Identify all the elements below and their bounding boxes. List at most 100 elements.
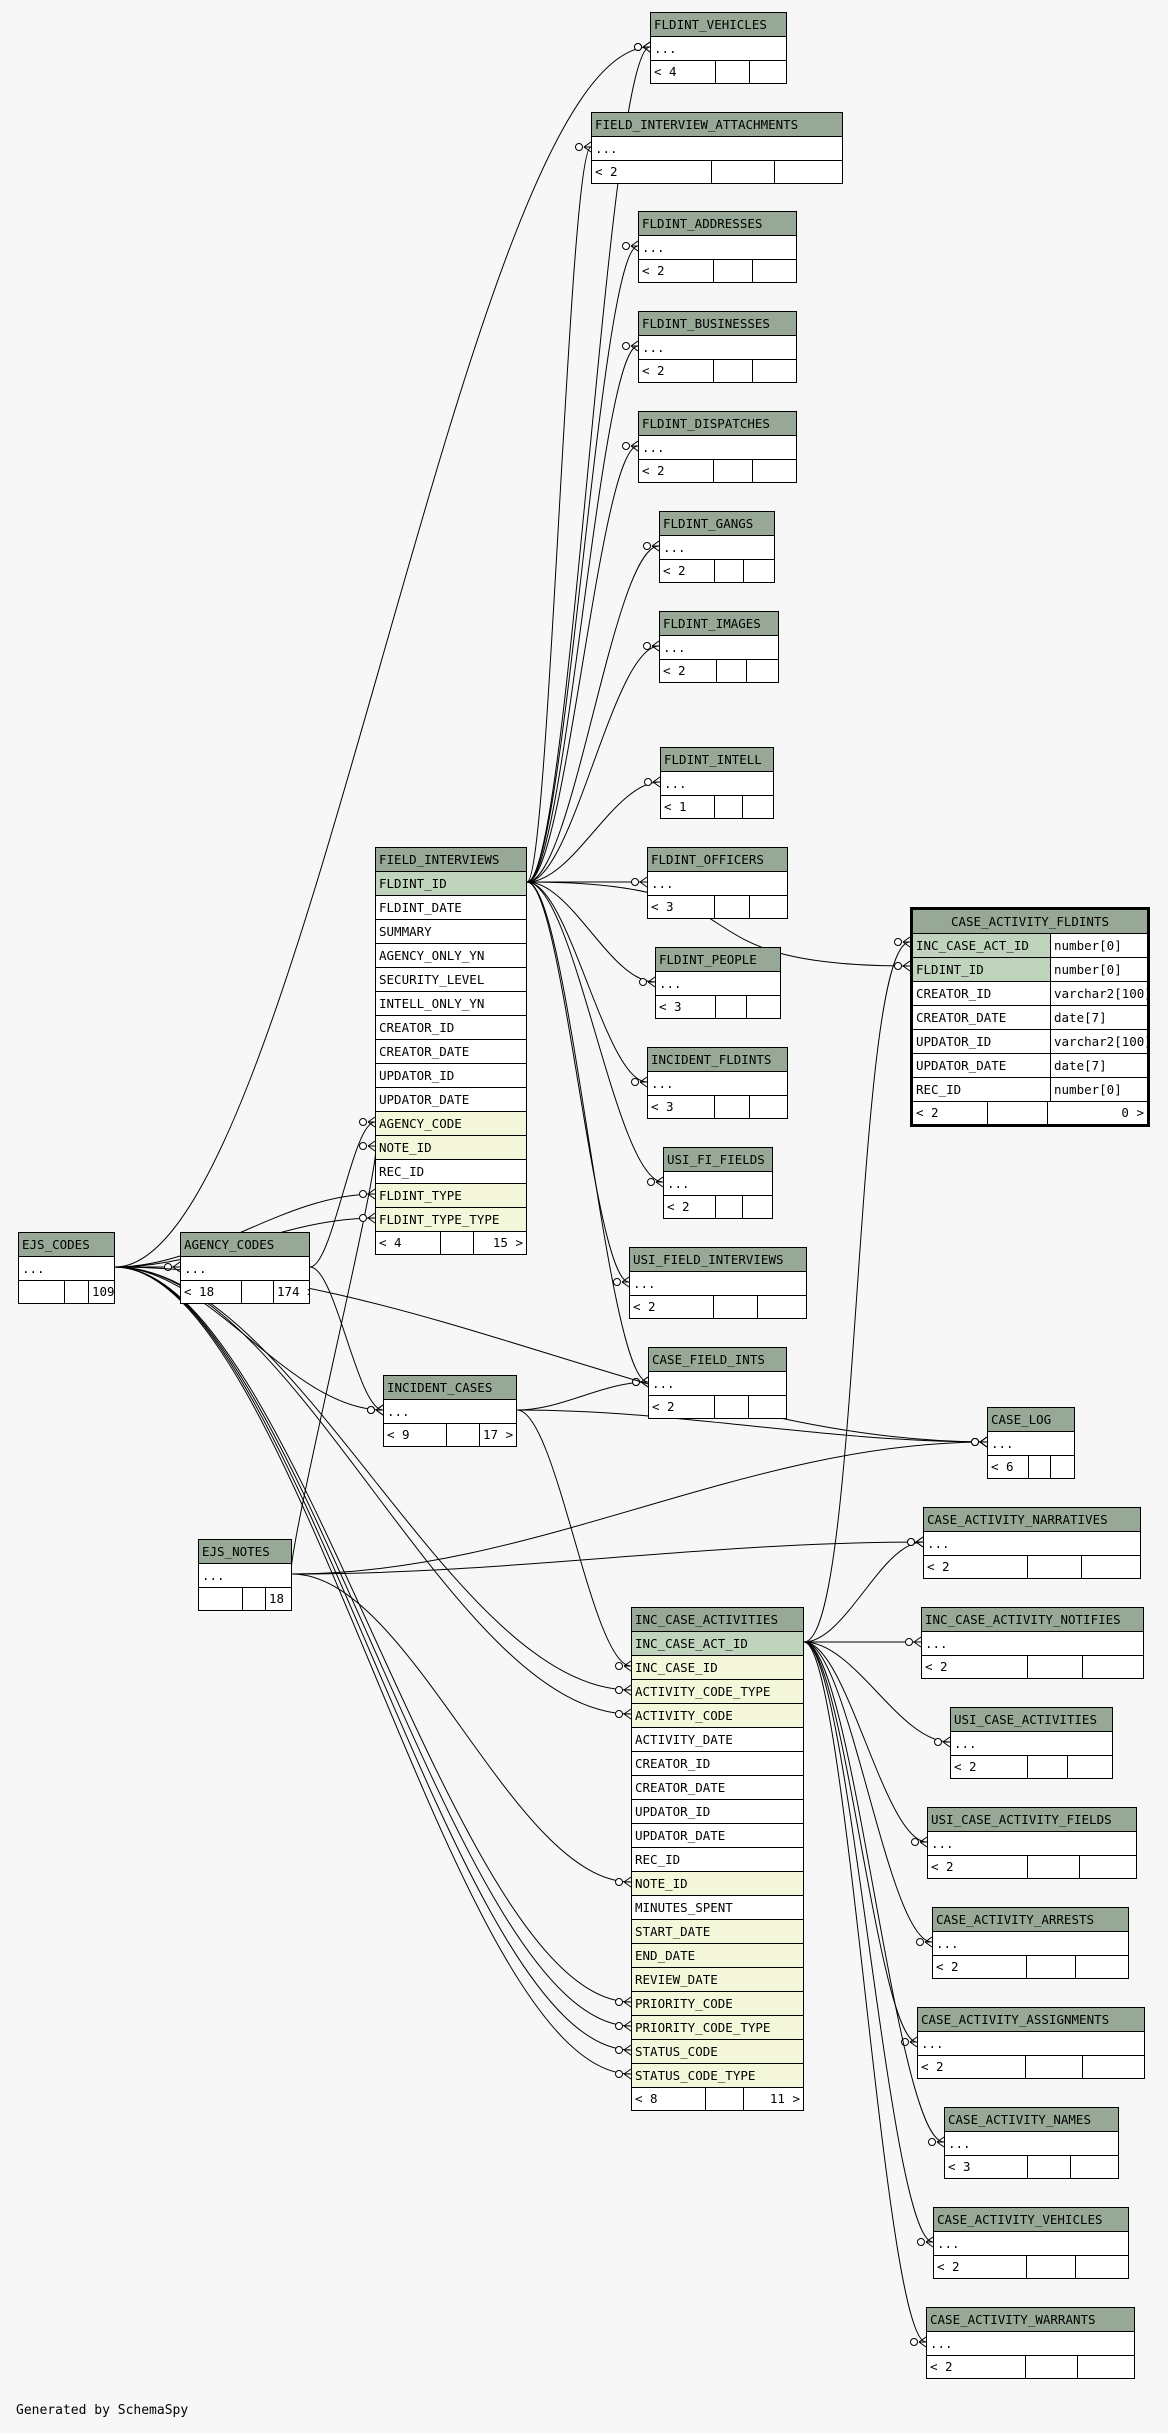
columns-collapsed[interactable]: ... — [988, 1432, 1074, 1456]
columns-collapsed[interactable]: ... — [934, 2232, 1128, 2256]
columns-collapsed[interactable]: ... — [951, 1732, 1112, 1756]
columns-collapsed[interactable]: ... — [639, 236, 796, 260]
table-usi-case-activities[interactable]: USI_CASE_ACTIVITIES...< 2 — [950, 1707, 1113, 1779]
columns-collapsed[interactable]: ... — [656, 972, 780, 996]
columns-collapsed[interactable]: ... — [648, 1072, 787, 1096]
column-rec-id[interactable]: REC_ID — [376, 1160, 526, 1184]
column-creator-id[interactable]: CREATOR_ID — [376, 1016, 526, 1040]
column-rec-id[interactable]: REC_ID — [632, 1848, 803, 1872]
column-status-code[interactable]: STATUS_CODE — [632, 2040, 803, 2064]
table-case-activity-names[interactable]: CASE_ACTIVITY_NAMES...< 3 — [944, 2107, 1119, 2179]
table-incident-fldints[interactable]: INCIDENT_FLDINTS...< 3 — [647, 1047, 788, 1119]
column-minutes-spent[interactable]: MINUTES_SPENT — [632, 1896, 803, 1920]
column-updator-date[interactable]: UPDATOR_DATE — [376, 1088, 526, 1112]
columns-collapsed[interactable]: ... — [181, 1257, 309, 1281]
column-start-date[interactable]: START_DATE — [632, 1920, 803, 1944]
column-inc-case-act-id[interactable]: INC_CASE_ACT_ID — [632, 1632, 803, 1656]
table-fldint-vehicles[interactable]: FLDINT_VEHICLES...< 4 — [650, 12, 787, 84]
columns-collapsed[interactable]: ... — [660, 636, 778, 660]
table-case-log[interactable]: CASE_LOG...< 6 — [987, 1407, 1075, 1479]
column-activity-date[interactable]: ACTIVITY_DATE — [632, 1728, 803, 1752]
column-fldint-date[interactable]: FLDINT_DATE — [376, 896, 526, 920]
column-updator-date[interactable]: UPDATOR_DATE — [632, 1824, 803, 1848]
table-case-activity-arrests[interactable]: CASE_ACTIVITY_ARRESTS...< 2 — [932, 1907, 1129, 1979]
table-fldint-intell[interactable]: FLDINT_INTELL...< 1 — [660, 747, 774, 819]
column-intell-only-yn[interactable]: INTELL_ONLY_YN — [376, 992, 526, 1016]
columns-collapsed[interactable]: ... — [199, 1564, 291, 1588]
column-fldint-type[interactable]: FLDINT_TYPE — [376, 1184, 526, 1208]
column-agency-only-yn[interactable]: AGENCY_ONLY_YN — [376, 944, 526, 968]
table-fldint-gangs[interactable]: FLDINT_GANGS...< 2 — [659, 511, 775, 583]
columns-collapsed[interactable]: ... — [928, 1832, 1136, 1856]
column-agency-code[interactable]: AGENCY_CODE — [376, 1112, 526, 1136]
columns-collapsed[interactable]: ... — [648, 872, 787, 896]
column-creator-date[interactable]: CREATOR_DATE — [632, 1776, 803, 1800]
columns-collapsed[interactable]: ... — [664, 1172, 772, 1196]
table-usi-fi-fields[interactable]: USI_FI_FIELDS...< 2 — [663, 1147, 773, 1219]
column-updator-id[interactable]: UPDATOR_ID — [376, 1064, 526, 1088]
columns-collapsed[interactable]: ... — [927, 2332, 1134, 2356]
column-summary[interactable]: SUMMARY — [376, 920, 526, 944]
table-usi-case-activity-fields[interactable]: USI_CASE_ACTIVITY_FIELDS...< 2 — [927, 1807, 1137, 1879]
columns-collapsed[interactable]: ... — [661, 772, 773, 796]
column-note-id[interactable]: NOTE_ID — [376, 1136, 526, 1160]
columns-collapsed[interactable]: ... — [639, 436, 796, 460]
table-usi-field-interviews[interactable]: USI_FIELD_INTERVIEWS...< 2 — [629, 1247, 807, 1319]
column-creator-date[interactable]: CREATOR_DATE — [376, 1040, 526, 1064]
table-fldint-addresses[interactable]: FLDINT_ADDRESSES...< 2 — [638, 211, 797, 283]
table-inc-case-activity-notifies[interactable]: INC_CASE_ACTIVITY_NOTIFIES...< 2 — [921, 1607, 1144, 1679]
table-fldint-images[interactable]: FLDINT_IMAGES...< 2 — [659, 611, 779, 683]
table-case-activity-warrants[interactable]: CASE_ACTIVITY_WARRANTS...< 2 — [926, 2307, 1135, 2379]
table-case-field-ints[interactable]: CASE_FIELD_INTS...< 2 — [648, 1347, 787, 1419]
table-fldint-businesses[interactable]: FLDINT_BUSINESSES...< 2 — [638, 311, 797, 383]
table-case-activity-narratives[interactable]: CASE_ACTIVITY_NARRATIVES...< 2 — [923, 1507, 1141, 1579]
table-fldint-dispatches[interactable]: FLDINT_DISPATCHES...< 2 — [638, 411, 797, 483]
columns-collapsed[interactable]: ... — [945, 2132, 1118, 2156]
column-activity-code-type[interactable]: ACTIVITY_CODE_TYPE — [632, 1680, 803, 1704]
columns-collapsed[interactable]: ... — [933, 1932, 1128, 1956]
columns-collapsed[interactable]: ... — [924, 1532, 1140, 1556]
column-activity-code[interactable]: ACTIVITY_CODE — [632, 1704, 803, 1728]
columns-collapsed[interactable]: ... — [592, 137, 842, 161]
column-note-id[interactable]: NOTE_ID — [632, 1872, 803, 1896]
table-ejs-codes[interactable]: EJS_CODES...1090 > — [18, 1232, 115, 1304]
column-priority-code-type[interactable]: PRIORITY_CODE_TYPE — [632, 2016, 803, 2040]
columns-collapsed[interactable]: ... — [384, 1400, 516, 1424]
columns-collapsed[interactable]: ... — [651, 37, 786, 61]
column-security-level[interactable]: SECURITY_LEVEL — [376, 968, 526, 992]
columns-collapsed[interactable]: ... — [922, 1632, 1143, 1656]
columns-collapsed[interactable]: ... — [639, 336, 796, 360]
table-case-activity-assignments[interactable]: CASE_ACTIVITY_ASSIGNMENTS...< 2 — [917, 2007, 1145, 2079]
column-inc-case-id[interactable]: INC_CASE_ID — [632, 1656, 803, 1680]
column-fldint-type-type[interactable]: FLDINT_TYPE_TYPE — [376, 1208, 526, 1232]
columns-collapsed[interactable]: ... — [649, 1372, 786, 1396]
column-creator-id[interactable]: CREATOR_ID — [632, 1752, 803, 1776]
table-field-interview-attachments[interactable]: FIELD_INTERVIEW_ATTACHMENTS...< 2 — [591, 112, 843, 184]
column-fldint-id[interactable]: FLDINT_ID — [376, 872, 526, 896]
columns-collapsed[interactable]: ... — [660, 536, 774, 560]
column-review-date[interactable]: REVIEW_DATE — [632, 1968, 803, 1992]
table-case-activity-vehicles[interactable]: CASE_ACTIVITY_VEHICLES...< 2 — [933, 2207, 1129, 2279]
columns-collapsed[interactable]: ... — [630, 1272, 806, 1296]
column-end-date[interactable]: END_DATE — [632, 1944, 803, 1968]
column-status-code-type[interactable]: STATUS_CODE_TYPE — [632, 2064, 803, 2088]
table-ejs-notes[interactable]: EJS_NOTES...18 > — [198, 1539, 292, 1611]
column-priority-code[interactable]: PRIORITY_CODE — [632, 1992, 803, 2016]
table-fldint-people[interactable]: FLDINT_PEOPLE...< 3 — [655, 947, 781, 1019]
column-updator-id[interactable]: UPDATOR_ID — [632, 1800, 803, 1824]
columns-collapsed[interactable]: ... — [918, 2032, 1144, 2056]
table-fldint-officers[interactable]: FLDINT_OFFICERS...< 3 — [647, 847, 788, 919]
columns-collapsed[interactable]: ... — [19, 1257, 114, 1281]
